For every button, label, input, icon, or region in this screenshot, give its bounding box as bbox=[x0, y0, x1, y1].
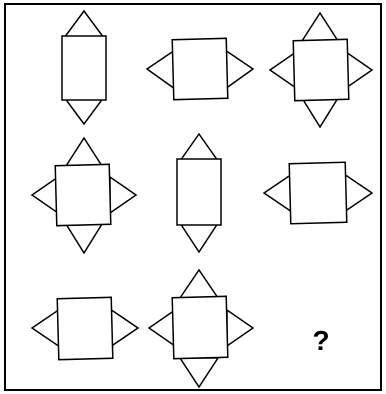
cell-r3-c1 bbox=[30, 296, 140, 361]
square-rectangle bbox=[171, 295, 229, 360]
square-rectangle bbox=[292, 38, 350, 102]
cell-r2-c2 bbox=[176, 132, 222, 254]
wide-rectangle bbox=[288, 161, 348, 225]
question-mark: ? bbox=[312, 325, 329, 356]
wide-rectangle bbox=[171, 37, 229, 101]
cell-r2-c1 bbox=[30, 136, 138, 255]
wide-rectangle bbox=[56, 296, 114, 361]
square-rectangle bbox=[54, 163, 112, 227]
cell-r3-c2 bbox=[147, 268, 255, 389]
tall-rectangle bbox=[176, 158, 222, 226]
tall-rectangle bbox=[61, 35, 107, 101]
cell-r1-c1 bbox=[61, 9, 107, 126]
cell-r3-c3-missing: ? bbox=[312, 325, 329, 356]
cell-r1-c2 bbox=[145, 37, 255, 101]
cell-r2-c3 bbox=[262, 161, 374, 225]
cell-r1-c3 bbox=[268, 11, 374, 129]
